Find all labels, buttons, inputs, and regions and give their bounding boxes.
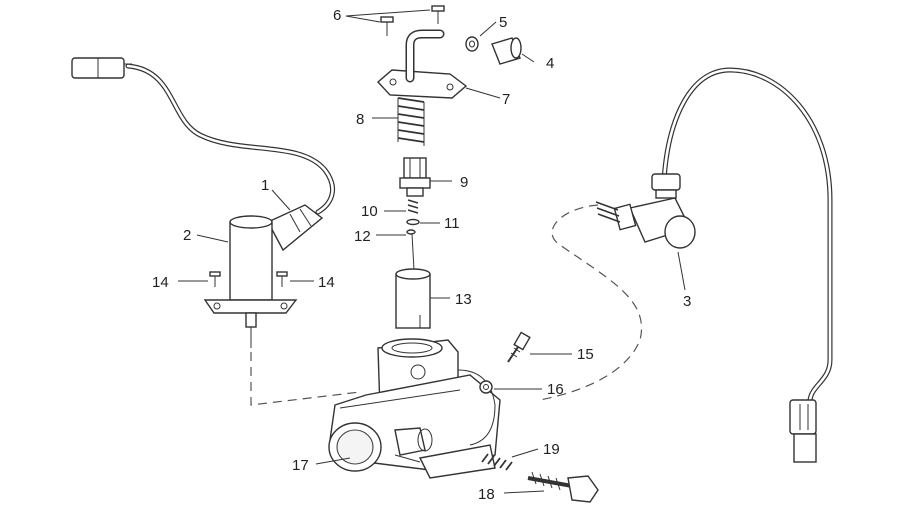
callout-4: 4: [546, 55, 554, 72]
callout-13: 13: [455, 291, 472, 308]
callout-9: 9: [460, 174, 468, 191]
assembly-path-choke: [250, 352, 361, 406]
part-1-rubber-boot: [267, 204, 324, 252]
part-18-bolt: [527, 471, 599, 503]
choke-cylinder: [229, 221, 273, 301]
cover-plate: [376, 69, 468, 99]
part-19-spring: [481, 453, 513, 471]
callout-14-right: 14: [318, 274, 335, 291]
part-6-screws: [380, 5, 445, 36]
callout-16: 16: [547, 381, 564, 398]
part-5-washer: [465, 36, 479, 52]
callout-1: 1: [261, 177, 269, 194]
callout-18: 18: [478, 486, 495, 503]
part-4-sleeve: [491, 37, 522, 65]
callout-14-left: 14: [152, 274, 169, 291]
callout-2: 2: [183, 227, 191, 244]
callout-labels: 1 2 3 4 5 6 7 8 9 10 11 12 13 14 14 15 1…: [152, 7, 691, 503]
leader-lines: [178, 9, 686, 494]
connector-plug-right: [789, 399, 817, 435]
choke-cable: [125, 63, 336, 215]
part-16-oring: [479, 380, 493, 394]
callout-8: 8: [356, 111, 364, 128]
callout-3: 3: [683, 293, 691, 310]
callout-10: 10: [361, 203, 378, 220]
part-2-choke-assembly: [71, 57, 336, 348]
part-3-sensor-assembly: [595, 67, 833, 463]
part-14-screws: [209, 271, 288, 287]
callout-12: 12: [354, 228, 371, 245]
part-7-cover-with-tube: [376, 29, 468, 99]
callout-6: 6: [333, 7, 341, 24]
callout-15: 15: [577, 346, 594, 363]
part-15-adjust-screw: [507, 331, 531, 363]
part-9-needle-holder: [399, 157, 431, 197]
part-13-throttle-slide: [395, 268, 431, 329]
part-8-spring: [397, 97, 425, 146]
callout-7: 7: [502, 91, 510, 108]
callout-17: 17: [292, 457, 309, 474]
callout-19: 19: [543, 441, 560, 458]
assembly-path-sensor: [539, 204, 643, 401]
callout-5: 5: [499, 14, 507, 31]
choke-flange: [203, 299, 298, 314]
part-17-carburetor-body: [328, 338, 501, 479]
callout-11: 11: [444, 215, 460, 232]
part-10-11-12-needle-set: [406, 199, 420, 271]
